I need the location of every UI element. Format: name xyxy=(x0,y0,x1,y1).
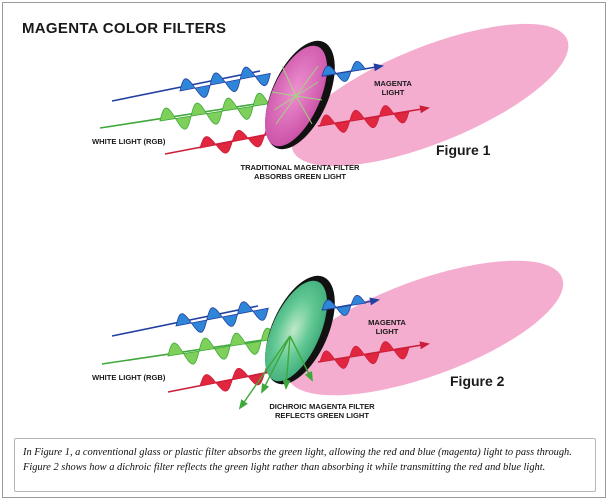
green-wave-1 xyxy=(159,92,270,130)
blue-wave-2 xyxy=(175,301,269,333)
red-wave-out-1 xyxy=(319,105,410,133)
caption-line-1: In Figure 1, a conventional glass or pla… xyxy=(23,447,572,458)
figure-2-label: Figure 2 xyxy=(450,373,505,389)
waves-1 xyxy=(99,66,282,155)
input-label-1: WHITE LIGHT (RGB) xyxy=(92,137,166,146)
transmitted-2 xyxy=(317,295,430,369)
page-title: MAGENTA COLOR FILTERS xyxy=(22,20,227,37)
figure-1-label: Figure 1 xyxy=(436,142,491,158)
green-ray-in-2 xyxy=(101,335,291,365)
caption-box: In Figure 1, a conventional glass or pla… xyxy=(14,438,596,492)
reflected-green-rays-2 xyxy=(238,335,313,410)
magenta-filter-1 xyxy=(264,40,335,150)
red-wave-out-2 xyxy=(319,341,410,369)
magenta-beam-2 xyxy=(286,260,564,396)
green-wave-2 xyxy=(167,327,278,365)
blue-wave-out-2 xyxy=(321,295,367,316)
green-ray-in-1 xyxy=(99,101,269,129)
blue-wave-1 xyxy=(179,66,271,98)
red-ray-in-1 xyxy=(164,131,281,155)
red-ray-out-1 xyxy=(317,105,430,127)
caption-line-2: Figure 2 shows how a dichroic filter ref… xyxy=(23,462,546,473)
waves-2 xyxy=(101,301,291,393)
blue-wave-out-1 xyxy=(321,61,367,82)
input-label-2: WHITE LIGHT (RGB) xyxy=(92,373,166,382)
transmitted-1 xyxy=(317,61,430,133)
red-ray-out-2 xyxy=(317,341,430,363)
absorbed-green-rays-1 xyxy=(271,65,323,125)
magenta-beam-1 xyxy=(291,23,569,167)
